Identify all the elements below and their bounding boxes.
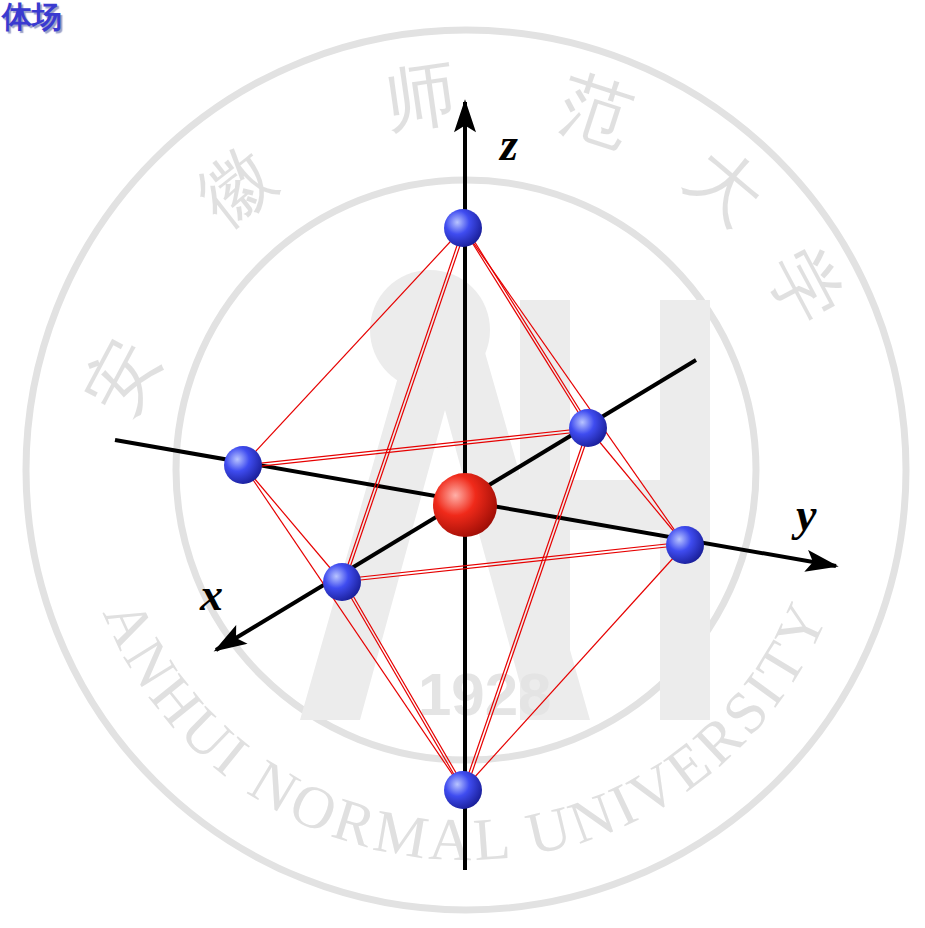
ligand-sphere (444, 209, 482, 247)
central-ion-sphere (433, 473, 497, 537)
watermark-character: 学 (757, 237, 854, 334)
axis-label: x (200, 572, 223, 618)
watermark-year: 1928 (418, 665, 551, 725)
octahedron-edges (243, 228, 685, 790)
ligand-sphere (444, 771, 482, 809)
y-axis (115, 440, 836, 566)
axis-label: z (500, 122, 518, 168)
watermark-character: 师 (379, 55, 460, 136)
watermark-character: 范 (551, 65, 642, 156)
ligand-sphere (666, 526, 704, 564)
watermark-character: 大 (675, 135, 776, 236)
watermark-character: 徽 (185, 135, 286, 236)
watermark-ring (26, 30, 906, 910)
watermark-logo (370, 270, 490, 390)
ligand-sphere (224, 446, 262, 484)
axis-label: y (796, 492, 816, 538)
watermark-character: 安 (73, 327, 170, 424)
watermark-logo (520, 300, 710, 720)
x-axis (216, 360, 696, 650)
ligand-sphere (569, 409, 607, 447)
section-heading: 体场 (2, 2, 62, 32)
ligand-sphere (323, 563, 361, 601)
